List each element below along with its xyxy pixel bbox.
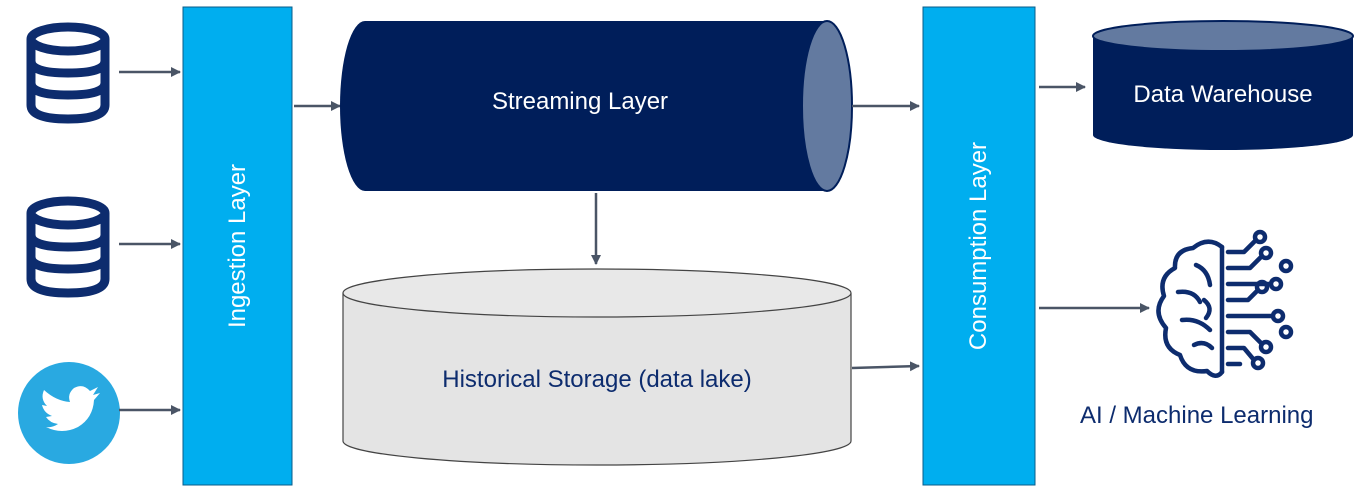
historical-storage-label: Historical Storage (data lake) — [442, 366, 752, 393]
data-warehouse-cylinder — [1092, 20, 1354, 150]
consumption-layer-bar — [922, 6, 1036, 486]
streaming-layer-label: Streaming Layer — [491, 88, 669, 115]
historical-storage-cylinder — [342, 268, 852, 466]
database-icon — [26, 22, 110, 124]
arrow-historical-to-consumption — [851, 361, 920, 372]
ingestion-layer-bar — [182, 6, 293, 486]
streaming-layer-cylinder — [340, 20, 853, 192]
data-warehouse-label: Data Warehouse — [1133, 81, 1313, 108]
brain-circuit-icon — [1156, 229, 1294, 378]
database-icon — [26, 196, 110, 298]
twitter-bird-icon — [18, 362, 120, 464]
consumption-layer-label: Consumption Layer — [965, 141, 992, 351]
ingestion-layer-label: Ingestion Layer — [224, 163, 251, 329]
ai-machine-learning-label: AI / Machine Learning — [1080, 402, 1314, 429]
